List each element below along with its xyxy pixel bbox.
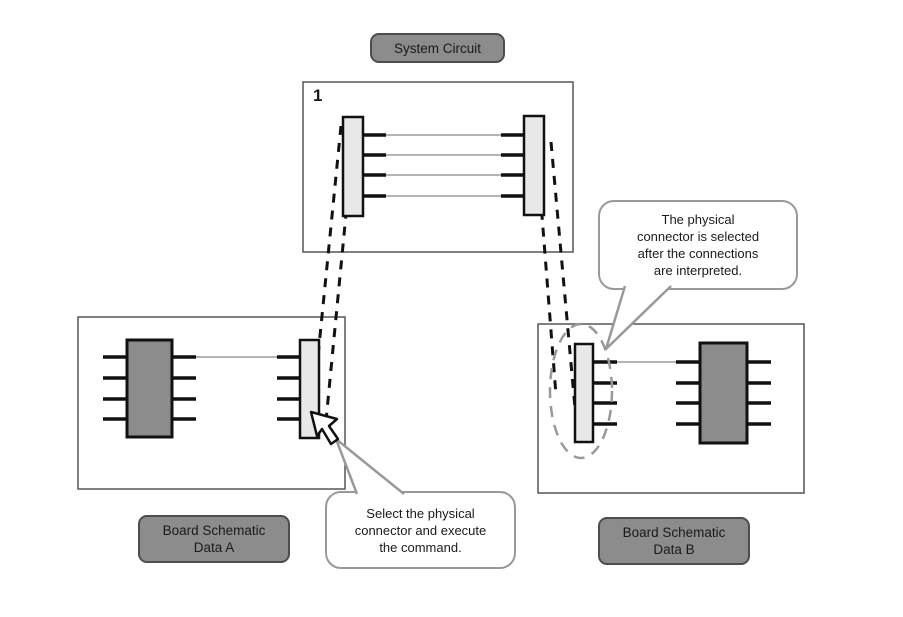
board-b-label-line1: Board Schematic	[622, 525, 726, 540]
board-a-label: Board Schematic Data A	[138, 515, 290, 563]
board-b-chip	[698, 341, 749, 445]
system-left-connector	[341, 115, 365, 218]
callout-select-line1: Select the physical	[366, 505, 475, 521]
callout-connector-interpreted: The physical connector is selected after…	[598, 200, 798, 290]
mouse-cursor-icon	[309, 410, 340, 446]
board-a-connector	[298, 338, 321, 440]
system-circuit-label: System Circuit	[370, 33, 505, 63]
mapping-dashed-line-left-outer	[310, 125, 343, 417]
system-right-connector	[522, 114, 546, 217]
callout-interpreted-tail	[604, 285, 672, 351]
connector-selection-ellipse	[548, 322, 614, 460]
board-a-box	[77, 316, 346, 490]
sheet-number: 1	[313, 86, 323, 105]
callout-interpreted-line1: The physical	[661, 212, 735, 227]
callout-interpreted-line4: are interpreted.	[653, 263, 743, 278]
board-b-box	[537, 323, 805, 494]
board-b-label-line2: Data B	[653, 542, 695, 557]
callout-interpreted-line3: after the connections	[637, 246, 759, 261]
mapping-dashed-line-left-inner	[323, 141, 355, 432]
callout-select-line2: connector and execute	[354, 522, 487, 538]
callout-select-tail	[334, 437, 405, 495]
board-a-label-line2: Data A	[193, 540, 235, 555]
board-a-label-line1: Board Schematic	[162, 523, 266, 538]
system-circuit-box	[302, 81, 574, 253]
callout-select-connector: Select the physical connector and execut…	[325, 491, 516, 569]
board-b-label: Board Schematic Data B	[598, 517, 750, 565]
mapping-dashed-line-right-inner	[533, 125, 558, 396]
board-a-chip	[125, 338, 174, 439]
mapping-dashed-line-right-outer	[549, 141, 579, 431]
callout-select-line3: the command.	[379, 539, 462, 555]
board-b-connector	[573, 342, 595, 444]
system-circuit-label-text: System Circuit	[393, 40, 481, 56]
callout-interpreted-line2: connector is selected	[636, 229, 760, 244]
